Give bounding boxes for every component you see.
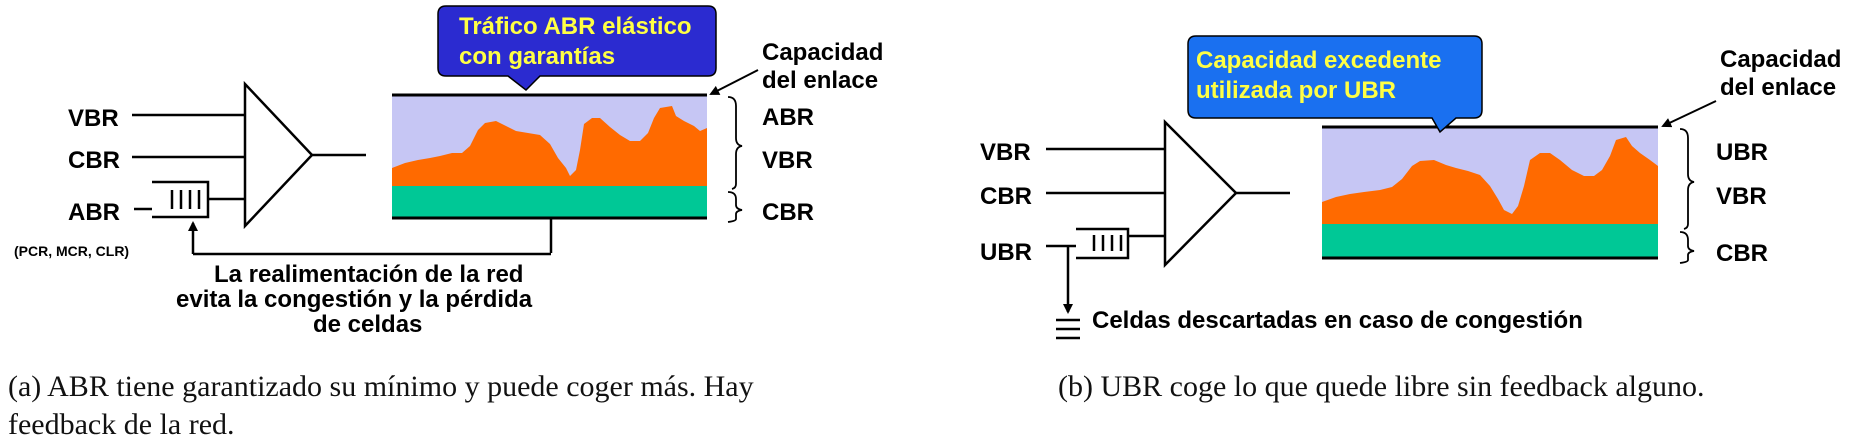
band-label-abr: ABR bbox=[762, 104, 814, 131]
caption-a-line1: (a) ABR tiene garantizado su mínimo y pu… bbox=[8, 370, 754, 403]
band-label-cbr-b: CBR bbox=[1716, 240, 1768, 267]
panel-a: VBR CBR ABR (PCR, MCR, CLR) Tráfi bbox=[14, 5, 883, 338]
input-label-cbr-b: CBR bbox=[980, 183, 1032, 210]
multiplexer-icon bbox=[243, 80, 314, 230]
caption-b: (b) UBR coge lo que quede libre sin feed… bbox=[1058, 368, 1848, 406]
input-label-cbr: CBR bbox=[68, 147, 120, 174]
feedback-text-line2: evita la congestión y la pérdida bbox=[176, 286, 533, 313]
caption-a: (a) ABR tiene garantizado su mínimo y pu… bbox=[8, 368, 968, 444]
queue-buffer-icon-b bbox=[1076, 227, 1130, 260]
feedback-text-line1: La realimentación de la red bbox=[214, 261, 523, 288]
bubble-a-line1: Tráfico ABR elástico bbox=[459, 13, 692, 40]
feedback-text-line3: de celdas bbox=[313, 311, 422, 338]
caption-b-line1: (b) UBR coge lo que quede libre sin feed… bbox=[1058, 370, 1705, 403]
speech-bubble-ubr bbox=[1187, 35, 1483, 134]
abr-params: (PCR, MCR, CLR) bbox=[14, 243, 129, 259]
capacity-label-a-line1: Capacidad bbox=[762, 39, 883, 66]
band-label-vbr-b: VBR bbox=[1716, 183, 1767, 210]
capacity-arrow-a bbox=[709, 69, 759, 95]
queue-buffer-icon bbox=[152, 180, 210, 219]
discard-note: Celdas descartadas en caso de congestión bbox=[1092, 307, 1583, 334]
capacity-label-b-line2: del enlace bbox=[1720, 74, 1836, 101]
bubble-a-line2: con garantías bbox=[459, 43, 615, 70]
capacity-label-b-line1: Capacidad bbox=[1720, 46, 1841, 73]
link-capacity-box-b bbox=[1322, 125, 1658, 260]
bubble-b-line1: Capacidad excedente bbox=[1196, 47, 1441, 74]
link-capacity-box bbox=[392, 93, 707, 220]
input-label-vbr: VBR bbox=[68, 105, 119, 132]
capacity-arrow-b bbox=[1661, 100, 1717, 128]
brace-a-upper bbox=[727, 96, 743, 190]
input-label-abr: ABR bbox=[68, 199, 120, 226]
band-label-cbr: CBR bbox=[762, 199, 814, 226]
panel-b: VBR CBR UBR Celdas descartadas en caso d… bbox=[980, 35, 1841, 340]
band-label-vbr: VBR bbox=[762, 147, 813, 174]
multiplexer-icon-b bbox=[1163, 118, 1238, 269]
brace-b-upper bbox=[1679, 128, 1695, 230]
input-label-vbr-b: VBR bbox=[980, 139, 1031, 166]
cbr-band bbox=[392, 186, 707, 218]
discard-bin-icon bbox=[1056, 318, 1080, 340]
caption-a-line2: feedback de la red. bbox=[8, 408, 235, 441]
vbr-band bbox=[392, 106, 707, 186]
band-label-ubr-b: UBR bbox=[1716, 139, 1768, 166]
bubble-b-line2: utilizada por UBR bbox=[1196, 77, 1396, 104]
capacity-label-a-line2: del enlace bbox=[762, 67, 878, 94]
vbr-band-b bbox=[1322, 137, 1658, 224]
cbr-band-b bbox=[1322, 224, 1658, 258]
input-label-ubr-b: UBR bbox=[980, 239, 1032, 266]
brace-a-lower bbox=[727, 191, 743, 223]
speech-bubble-abr bbox=[437, 5, 717, 91]
brace-b-lower bbox=[1679, 231, 1695, 264]
